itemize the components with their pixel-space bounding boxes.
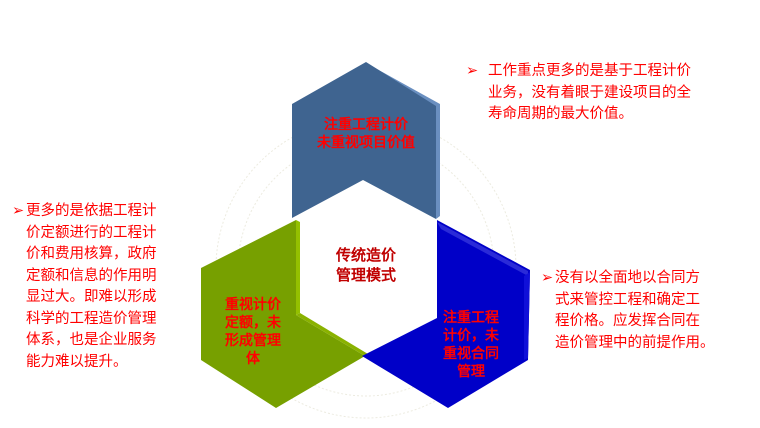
segment-bottom-right-line: 管理 [457,364,485,380]
note-left-line: 价定额进行的工程计 [26,224,157,241]
note-top-right-line: 业务，没有着眼于建设项目的全 [488,84,691,101]
segment-bottom-left-label: 重视计价 定额，未 形成管理 体 [215,296,291,368]
note-left: ➢更多的是依据工程计 价定额进行的工程计 价和费用核算，政府 定额和信息的作用明… [12,201,157,373]
note-top-right: ➢ 工作重点更多的是基于工程计价 业务，没有着眼于建设项目的全 寿命周期的最大价值… [466,61,691,126]
segment-top-shape [292,62,440,219]
segment-bottom-right-label: 注重工程 计价，未 重视合同 管理 [433,309,509,381]
note-right-line: 没有以全面地以合同方 [555,270,700,286]
segment-top-line: 注重工程计价 [324,117,408,133]
note-left-line: 更多的是依据工程计 [26,203,157,219]
segment-bottom-left-line: 形成管理 [225,333,281,349]
segment-top-line: 未重视项目价值 [317,135,415,151]
segment-bottom-left-line: 体 [246,351,260,367]
note-left-line: 定额和信息的作用明 [26,267,157,284]
arrow-bullet-icon: ➢ [12,203,25,219]
note-right-line: 造价管理中的前提作用。 [555,334,715,351]
note-left-line: 科学的工程造价管理 [26,310,157,327]
note-left-line: 价和费用核算，政府 [26,246,157,262]
note-top-right-line: 工作重点更多的是基于工程计价 [488,63,691,79]
note-left-line: 显过大。即难以形成 [26,289,157,305]
segment-bottom-left-line: 定额，未 [225,315,281,331]
segment-bottom-right-shape [362,220,530,408]
center-title: 传统造价 管理模式 [316,245,416,285]
arrow-bullet-icon: ➢ [466,63,479,79]
note-left-line: 能力难以提升。 [26,353,128,370]
segment-bottom-right-line: 重视合同 [443,346,499,362]
segment-bottom-right-line: 计价，未 [443,328,499,344]
segment-bottom-left-shape [201,220,368,408]
note-right-line: 式来管控工程和确定工 [555,291,700,308]
segment-bottom-right-line: 注重工程 [443,310,499,326]
center-title-line: 传统造价 [335,246,396,264]
arrow-bullet-icon: ➢ [541,270,554,286]
note-left-line: 体系，也是企业服务 [26,332,157,348]
note-top-right-line: 寿命周期的最大价值。 [488,106,633,122]
segment-bottom-left-line: 重视计价 [225,297,281,313]
note-right: ➢没有以全面地以合同方 式来管控工程和确定工 程价格。应发挥合同在 造价管理中的… [541,268,715,354]
center-title-line: 管理模式 [335,266,396,284]
note-right-line: 程价格。应发挥合同在 [555,313,700,329]
segment-top-label: 注重工程计价 未重视项目价值 [296,116,436,152]
